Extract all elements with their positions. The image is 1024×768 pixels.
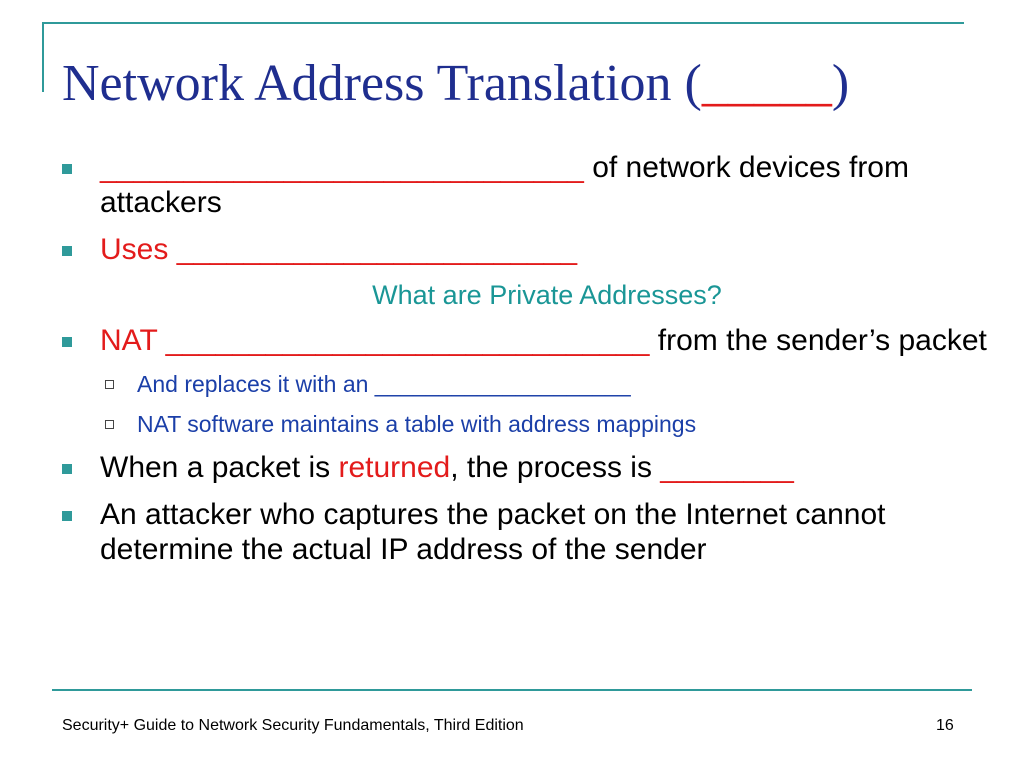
bullet-1: _____________________________ of network… xyxy=(62,150,992,220)
bullet-5-text: An attacker who captures the packet on t… xyxy=(100,498,886,566)
square-bullet-icon xyxy=(62,511,72,521)
bullet-1-text: of network devices from attackers xyxy=(100,151,909,219)
title-text: Network Address Translation ( xyxy=(62,55,702,112)
slide-title: Network Address Translation (_____) xyxy=(62,55,849,112)
frame-top-line xyxy=(42,22,964,24)
bullet-3: NAT _____________________________ from t… xyxy=(62,323,992,358)
bullet-2: Uses ________________________ xyxy=(62,232,992,267)
sub-bullet-1: And replaces it with an ________________… xyxy=(62,370,992,398)
square-bullet-icon xyxy=(62,337,72,347)
bullet-2-blank: ________________________ xyxy=(176,233,578,266)
bullet-2-uses: Uses xyxy=(100,233,177,266)
bullet-1-blank: _____________________________ xyxy=(100,151,584,184)
title-blank: _____ xyxy=(701,55,832,112)
bullet-3-nat: NAT xyxy=(100,324,166,357)
title-close: ) xyxy=(831,55,850,112)
sub-bullet-1-text: And replaces it with an ________________… xyxy=(137,371,631,397)
bullet-4-returned: returned xyxy=(338,451,451,484)
bullet-4: When a packet is returned, the process i… xyxy=(62,450,992,485)
bullet-3-blank: _____________________________ xyxy=(165,324,650,357)
hollow-square-bullet-icon xyxy=(105,420,114,429)
frame-left-line xyxy=(42,22,44,92)
bullet-4-before: When a packet is xyxy=(100,451,339,484)
slide-content: _____________________________ of network… xyxy=(62,150,992,579)
bullet-3-text: from the sender’s packet xyxy=(649,324,987,357)
private-addresses-question: What are Private Addresses? xyxy=(372,280,722,310)
square-bullet-icon xyxy=(62,246,72,256)
bullet-4-blank: ________ xyxy=(660,451,794,484)
bullet-4-after: , the process is xyxy=(450,451,661,484)
sub-bullet-2: NAT software maintains a table with addr… xyxy=(62,410,992,438)
square-bullet-icon xyxy=(62,464,72,474)
page-number: 16 xyxy=(936,717,954,734)
square-bullet-icon xyxy=(62,164,72,174)
hollow-square-bullet-icon xyxy=(105,380,114,389)
bullet-5: An attacker who captures the packet on t… xyxy=(62,497,992,567)
footer-text: Security+ Guide to Network Security Fund… xyxy=(62,717,524,734)
footer-divider xyxy=(52,689,972,691)
sub-bullet-2-text: NAT software maintains a table with addr… xyxy=(137,411,697,437)
